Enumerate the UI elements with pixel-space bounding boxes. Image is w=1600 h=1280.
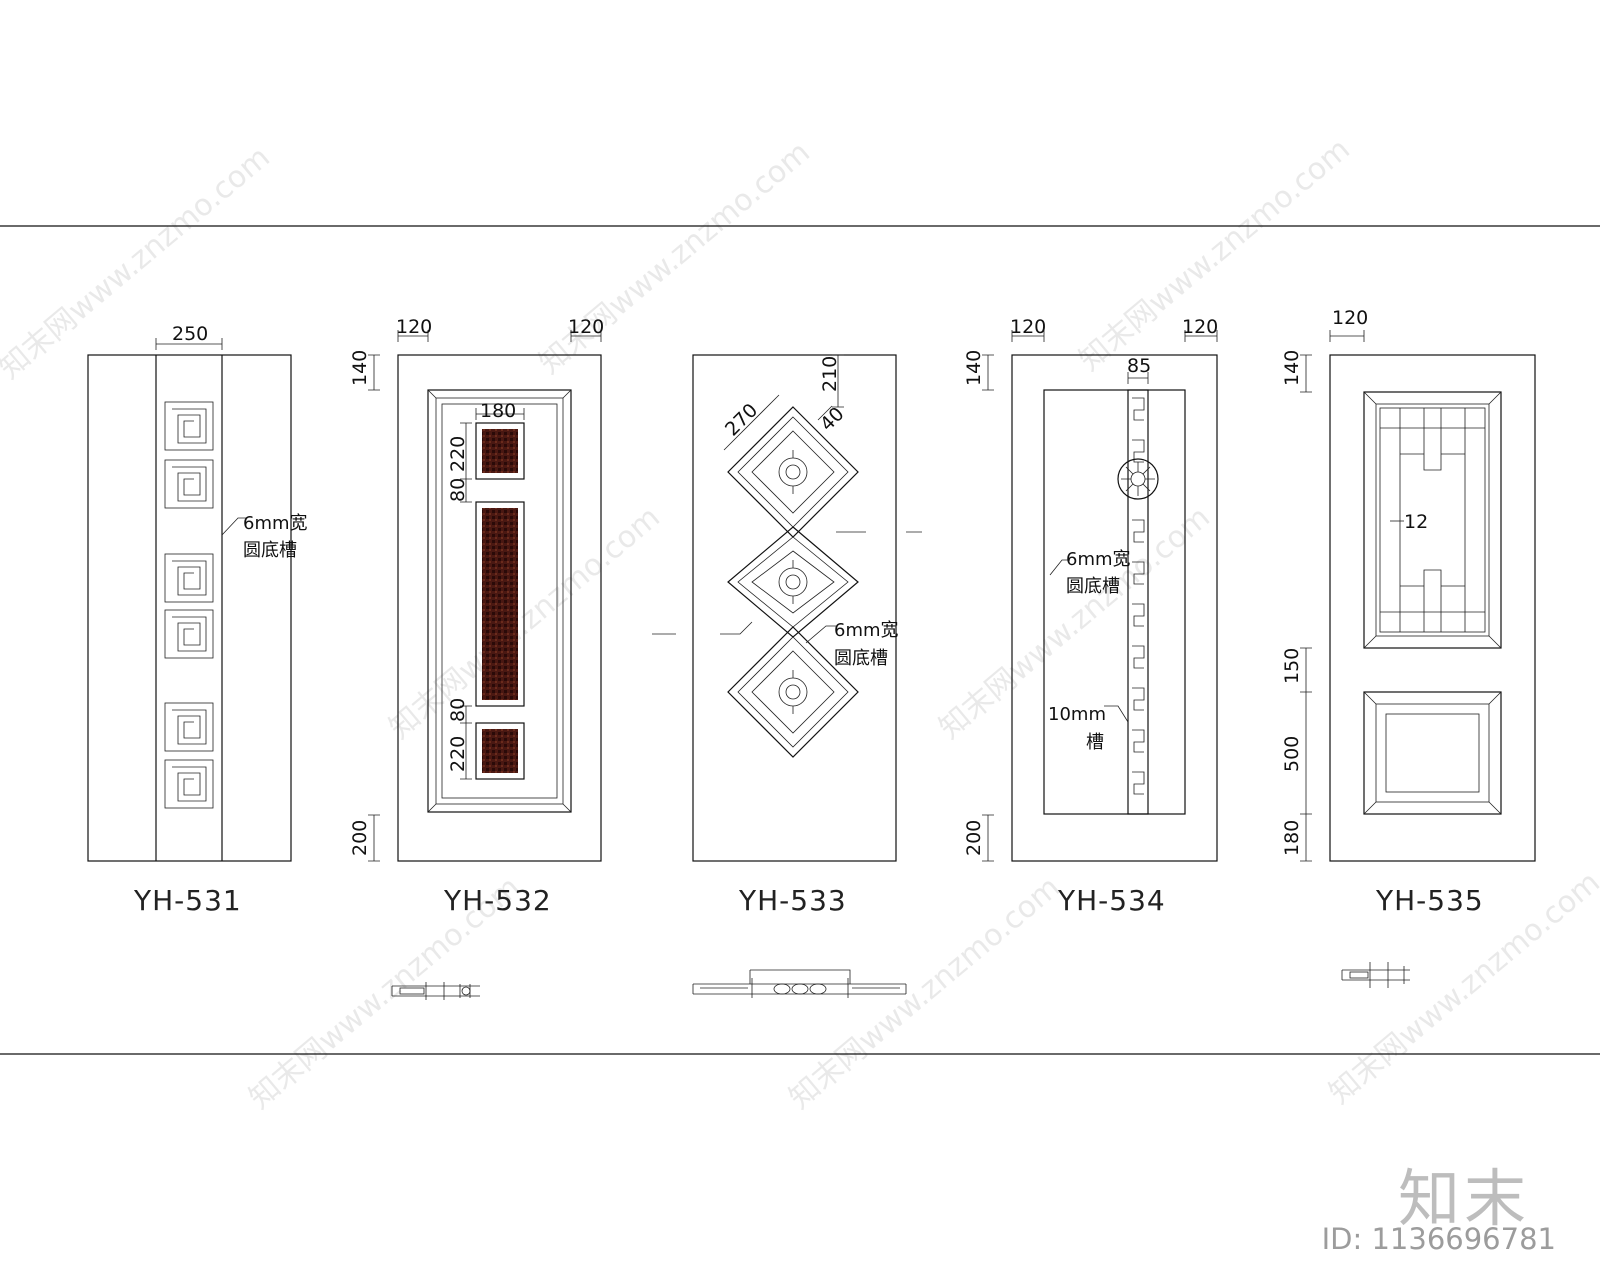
note-label: 6mm宽 <box>243 513 308 534</box>
dim-label: 120 <box>1332 307 1368 329</box>
note-label: 6mm宽 <box>1066 549 1131 570</box>
dim-label: 500 <box>1281 736 1303 772</box>
note-label: 槽 <box>1086 732 1104 753</box>
door-yh-535: 120 140 12 150 500 180 YH-535 <box>1281 307 1536 988</box>
door-label: YH-533 <box>738 884 847 917</box>
dim-label: 12 <box>1404 511 1428 533</box>
note-label: 圆底槽 <box>243 540 297 561</box>
dim-label: 140 <box>349 350 371 386</box>
section-detail <box>1341 962 1410 988</box>
watermark: 知末网www.znzmo.com <box>533 135 817 381</box>
dim-label: 180 <box>480 400 516 422</box>
dim-label: 180 <box>1281 820 1303 856</box>
note-label: 圆底槽 <box>834 648 888 669</box>
door-label: YH-535 <box>1375 884 1484 917</box>
door-label: YH-534 <box>1057 884 1166 917</box>
note-label: 圆底槽 <box>1066 576 1120 597</box>
dim-label: 120 <box>396 316 432 338</box>
dim-label: 200 <box>349 820 371 856</box>
lattice <box>1379 407 1486 633</box>
fret-pattern <box>164 401 214 809</box>
dim-label: 140 <box>1281 350 1303 386</box>
door-label: YH-531 <box>133 884 242 917</box>
section-detail <box>692 969 907 998</box>
dim-label: 40 <box>816 403 849 436</box>
door-yh-533: 210 270 40 6mm宽 圆底槽 YH-533 <box>652 354 922 998</box>
door-label: YH-532 <box>443 884 552 917</box>
note-label: 10mm <box>1048 704 1106 725</box>
dim-label: 150 <box>1281 648 1303 684</box>
watermark: 知末网www.znzmo.com <box>383 500 667 746</box>
dim-label: 120 <box>1182 316 1218 338</box>
dim-label: 270 <box>721 399 762 440</box>
dim-label: 250 <box>172 323 208 345</box>
brand-logo: 知末 <box>1397 1162 1530 1235</box>
dim-label: 120 <box>1010 316 1046 338</box>
section-detail <box>391 982 480 1000</box>
dim-label: 80 <box>447 478 469 502</box>
watermark: 知末网www.znzmo.com <box>1073 132 1357 378</box>
watermark-layer: 知末网www.znzmo.com 知末网www.znzmo.com 知末网www… <box>0 132 1600 1116</box>
dim-label: 220 <box>447 436 469 472</box>
image-id: ID: 1136696781 <box>1321 1222 1556 1256</box>
dim-label: 140 <box>963 350 985 386</box>
dim-label: 80 <box>447 698 469 722</box>
watermark: 知末网www.znzmo.com <box>0 140 277 386</box>
diamond-panels <box>727 406 859 758</box>
door-yh-534: 120 120 140 85 200 6mm宽 圆底槽 10mm 槽 YH-53… <box>963 316 1218 917</box>
note-label: 6mm宽 <box>834 620 899 641</box>
door-yh-531: 250 6mm宽 圆底槽 YH-531 <box>87 323 308 917</box>
dim-label: 85 <box>1127 355 1151 377</box>
dim-label: 220 <box>447 736 469 772</box>
door-yh-532: 120 120 140 180 220 80 80 220 200 YH-532 <box>349 316 604 1000</box>
dim-label: 120 <box>568 316 604 338</box>
dim-label: 210 <box>819 356 841 392</box>
dim-label: 200 <box>963 820 985 856</box>
